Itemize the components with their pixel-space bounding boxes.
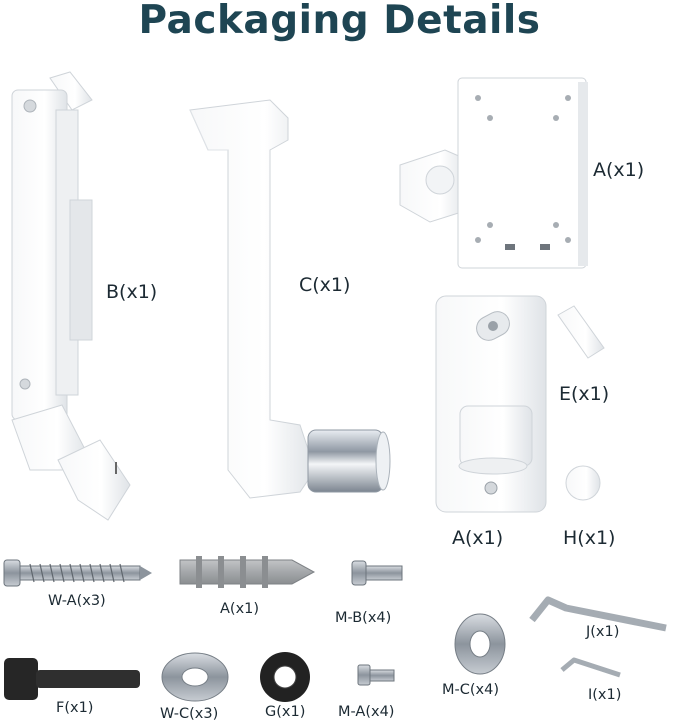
wrench-i-image (560, 657, 621, 678)
label-arm-c: C(x1) (299, 274, 351, 296)
spacer-g-image (260, 652, 310, 702)
vesa-plate-image (399, 77, 588, 269)
label-cover-e: E(x1) (559, 383, 610, 405)
tool-f-image (4, 658, 140, 700)
label-screw-wa: W-A(x3) (48, 593, 106, 609)
washer-wc-image (161, 652, 229, 702)
label-anchor-a: A(x1) (220, 601, 260, 617)
label-wrench-j: J(x1) (586, 624, 620, 640)
cover-e-image (557, 305, 605, 359)
label-vesa-plate: A(x1) (593, 159, 645, 181)
washer-mc-image (454, 613, 506, 675)
label-washer-mc: M-C(x4) (442, 682, 499, 698)
wall-plate-image (435, 295, 547, 513)
screw-ma-image (357, 664, 395, 686)
label-spacer-g: G(x1) (265, 704, 306, 720)
label-wall-plate: A(x1) (452, 527, 504, 549)
label-screw-mb: M-B(x4) (335, 610, 392, 626)
wrench-j-image (529, 596, 667, 632)
cap-h-image (565, 465, 601, 501)
page-title: Packaging Details (138, 0, 541, 43)
screw-wa-image (3, 559, 152, 587)
label-screw-ma: M-A(x4) (338, 704, 395, 720)
label-washer-wc: W-C(x3) (160, 706, 219, 722)
anchor-a-image (179, 556, 316, 588)
label-tool-f: F(x1) (56, 700, 94, 716)
label-arm-b: B(x1) (106, 281, 158, 303)
arm-b-image (11, 71, 131, 521)
label-cap-h: H(x1) (563, 527, 616, 549)
arm-c-image (189, 99, 391, 499)
screw-mb-image (351, 560, 403, 586)
label-wrench-i: I(x1) (588, 687, 622, 703)
